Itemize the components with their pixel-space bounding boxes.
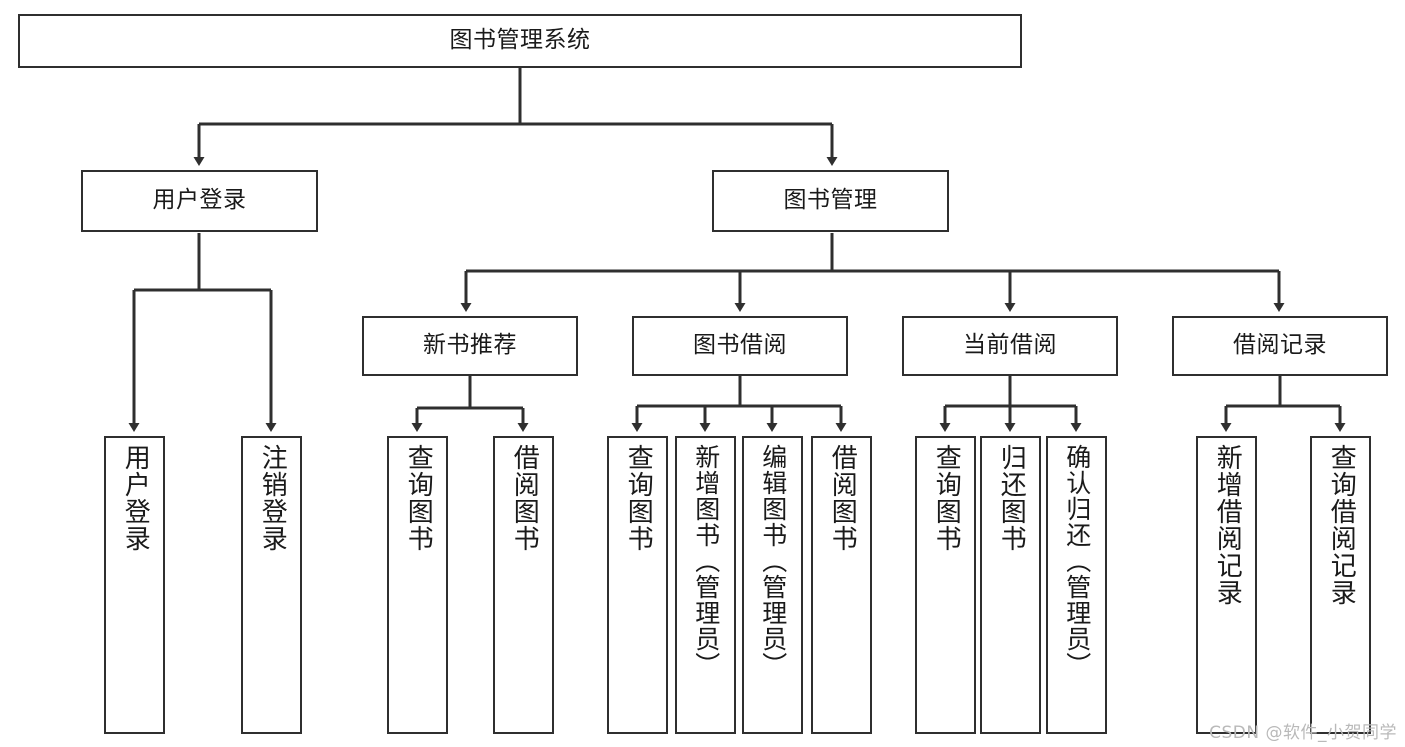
node-root-system[interactable]: 图书管理系统 [18,14,1022,68]
node-book-management[interactable]: 图书管理 [712,170,949,232]
node-label: 编辑图书（管理员） [758,444,788,678]
node-leaf-user-login[interactable]: 用户登录 [104,436,165,734]
node-new-book-recommend[interactable]: 新书推荐 [362,316,578,376]
node-leaf-query-book-3[interactable]: 查询图书 [915,436,976,734]
node-label: 新增图书（管理员） [691,444,721,678]
node-label: 查询图书 [623,444,654,552]
node-book-borrow[interactable]: 图书借阅 [632,316,848,376]
node-label: 新增借阅记录 [1212,444,1243,606]
csdn-watermark: CSDN @软件_小贺同学 [1209,723,1397,743]
node-user-login[interactable]: 用户登录 [81,170,318,232]
node-label: 用户登录 [120,444,151,552]
node-leaf-query-record[interactable]: 查询借阅记录 [1310,436,1371,734]
node-label: 查询图书 [403,444,434,552]
node-label: 当前借阅 [963,332,1057,359]
node-label: 查询图书 [931,444,962,552]
node-leaf-logout-login[interactable]: 注销登录 [241,436,302,734]
node-leaf-confirm-return[interactable]: 确认归还（管理员） [1046,436,1107,734]
node-leaf-borrow-book-1[interactable]: 借阅图书 [493,436,554,734]
node-leaf-borrow-book-2[interactable]: 借阅图书 [811,436,872,734]
node-label: 用户登录 [152,187,247,214]
node-leaf-return-book[interactable]: 归还图书 [980,436,1041,734]
node-leaf-edit-book[interactable]: 编辑图书（管理员） [742,436,803,734]
node-label: 查询借阅记录 [1326,444,1357,606]
node-label: 借阅图书 [827,444,858,552]
node-label: 确认归还（管理员） [1062,444,1092,678]
node-leaf-query-book-2[interactable]: 查询图书 [607,436,668,734]
node-label: 图书借阅 [693,332,787,359]
node-label: 图书管理 [783,187,878,214]
node-current-borrow[interactable]: 当前借阅 [902,316,1118,376]
node-label: 注销登录 [257,444,288,552]
node-label: 归还图书 [996,444,1027,552]
node-leaf-query-book-1[interactable]: 查询图书 [387,436,448,734]
node-label: 新书推荐 [423,332,517,359]
node-borrow-record[interactable]: 借阅记录 [1172,316,1388,376]
node-label: 图书管理系统 [449,27,591,54]
node-label: 借阅记录 [1233,332,1327,359]
node-leaf-add-book[interactable]: 新增图书（管理员） [675,436,736,734]
node-leaf-add-record[interactable]: 新增借阅记录 [1196,436,1257,734]
node-label: 借阅图书 [509,444,540,552]
